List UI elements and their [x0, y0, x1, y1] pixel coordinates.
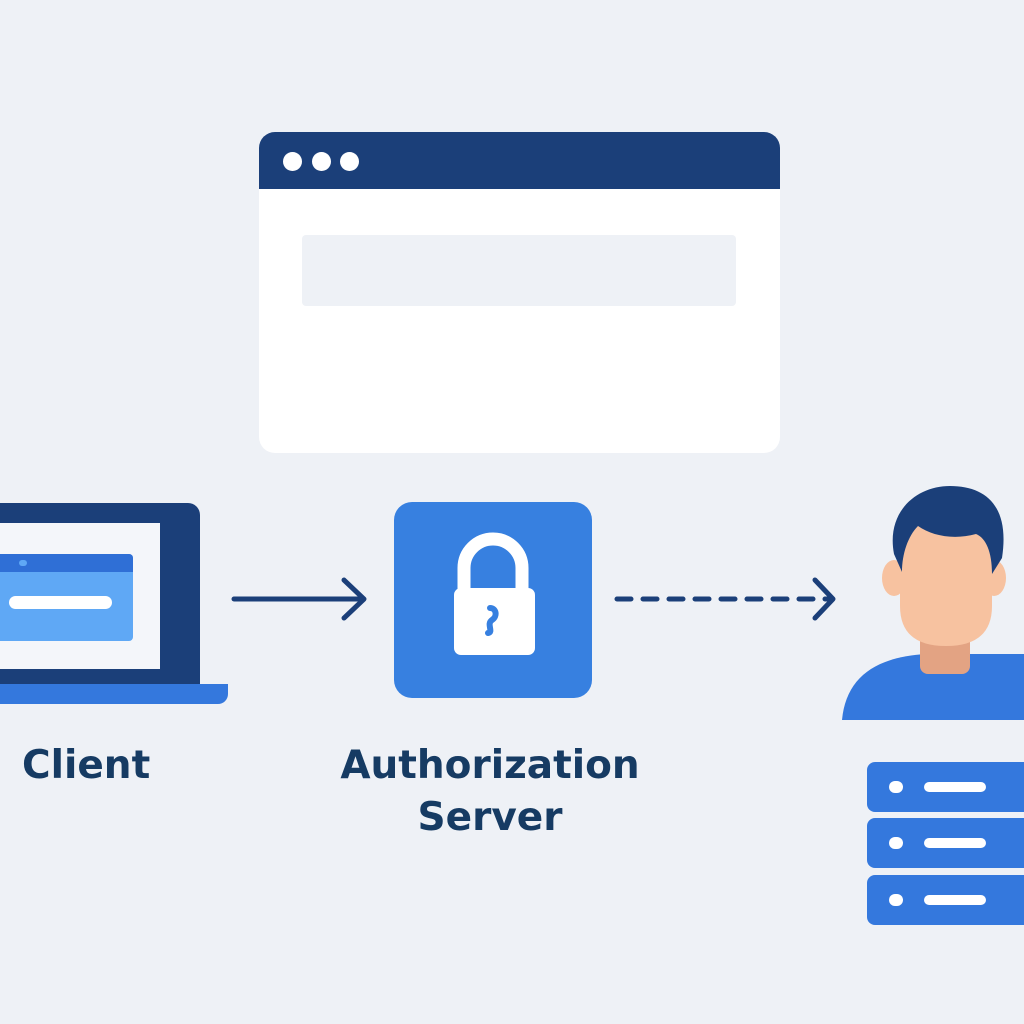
- browser-window-icon: [259, 132, 780, 453]
- mini-window-icon: [0, 554, 133, 641]
- user-avatar-icon: [842, 486, 1024, 720]
- window-dot-icon: [340, 152, 359, 171]
- laptop-base: [0, 684, 228, 704]
- authorization-server-label-line1: Authorization: [340, 743, 640, 788]
- server-slot: [924, 838, 986, 848]
- mini-window-title-bar: [0, 554, 133, 572]
- mini-window-bar: [9, 596, 112, 609]
- server-unit: [867, 875, 1024, 925]
- arrow-client-to-auth-icon: [231, 577, 367, 621]
- authorization-server-label-line2: Server: [417, 795, 563, 840]
- server-unit: [867, 762, 1024, 812]
- server-slot: [924, 895, 986, 905]
- laptop-display: [0, 523, 160, 669]
- authorization-server-tile: [394, 502, 592, 698]
- server-led-icon: [889, 781, 903, 793]
- authorization-server-label: Authorization Server: [340, 740, 640, 844]
- browser-title-bar: [259, 132, 780, 189]
- server-led-icon: [889, 894, 903, 906]
- server-led-icon: [889, 837, 903, 849]
- browser-content-bar: [302, 235, 736, 306]
- laptop-icon: [0, 503, 200, 686]
- window-dot-icon: [283, 152, 302, 171]
- client-label: Client: [22, 743, 151, 788]
- mini-window-dot-icon: [19, 560, 27, 566]
- dashed-arrow-auth-to-user-icon: [614, 577, 836, 621]
- window-dot-icon: [312, 152, 331, 171]
- server-unit: [867, 818, 1024, 868]
- server-slot: [924, 782, 986, 792]
- lock-icon: [454, 532, 535, 655]
